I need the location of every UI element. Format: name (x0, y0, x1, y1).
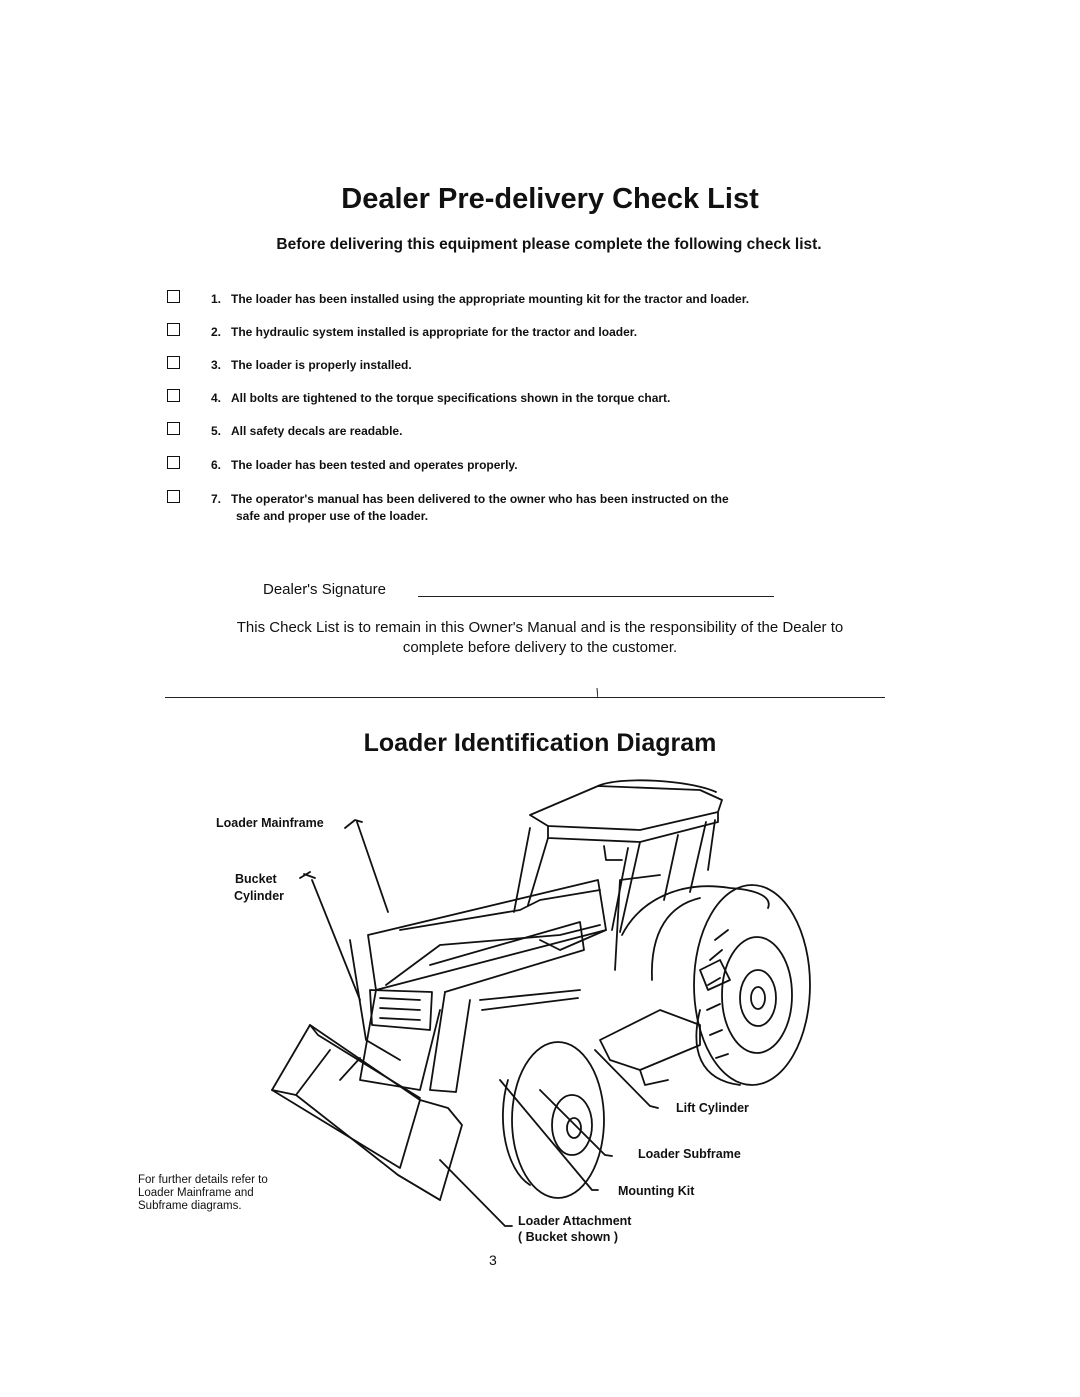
responsibility-note: This Check List is to remain in this Own… (100, 618, 980, 658)
checkbox[interactable] (167, 422, 180, 435)
note-line: Loader Mainframe and (138, 1187, 254, 1199)
item-text: The loader has been tested and operates … (231, 458, 518, 472)
checkbox[interactable] (167, 490, 180, 503)
item-text: The loader is properly installed. (231, 358, 412, 372)
checkbox[interactable] (167, 389, 180, 402)
responsibility-line: complete before delivery to the customer… (402, 639, 678, 656)
diagram-note: For further details refer to Loader Main… (138, 1174, 268, 1213)
checkbox[interactable] (167, 323, 180, 336)
label-loader-subframe: Loader Subframe (638, 1147, 741, 1161)
label-cylinder: Cylinder (234, 889, 285, 903)
responsibility-line: This Check List is to remain in this Own… (236, 619, 844, 636)
item-text: The loader has been installed using the … (231, 292, 750, 306)
diagram-title: Loader Identification Diagram (363, 729, 717, 757)
checkbox[interactable] (167, 356, 180, 369)
label-bucket: Bucket (235, 872, 277, 886)
item-text: All bolts are tightened to the torque sp… (231, 391, 671, 405)
section-divider (165, 697, 885, 698)
item-number: 3. (211, 358, 222, 372)
note-line: For further details refer to (138, 1174, 268, 1186)
item-number: 1. (211, 292, 222, 306)
checklist-title: Dealer Pre-delivery Check List (341, 183, 759, 215)
item-text: The operator's manual has been delivered… (231, 492, 729, 506)
item-number: 6. (211, 458, 222, 472)
item-text-continued: safe and proper use of the loader. (236, 509, 429, 523)
item-number: 4. (211, 391, 222, 405)
item-number: 2. (211, 325, 222, 339)
note-line: Subframe diagrams. (138, 1200, 242, 1212)
checklist-subtitle: Before delivering this equipment please … (276, 236, 822, 253)
checkbox[interactable] (167, 290, 180, 303)
item-text: All safety decals are readable. (231, 424, 403, 438)
label-bucket-shown: ( Bucket shown ) (518, 1230, 619, 1244)
label-lift-cylinder: Lift Cylinder (676, 1101, 749, 1115)
label-mounting-kit: Mounting Kit (618, 1184, 695, 1198)
item-number: 5. (211, 424, 222, 438)
signature-label: Dealer's Signature (263, 581, 386, 598)
page-number: 3 (489, 1252, 497, 1268)
divider-mark (596, 688, 598, 698)
label-loader-mainframe: Loader Mainframe (216, 816, 324, 830)
signature-line[interactable] (418, 596, 774, 597)
item-text: The hydraulic system installed is approp… (231, 325, 638, 339)
checkbox[interactable] (167, 456, 180, 469)
label-loader-attachment: Loader Attachment (518, 1214, 632, 1228)
item-number: 7. (211, 492, 222, 506)
